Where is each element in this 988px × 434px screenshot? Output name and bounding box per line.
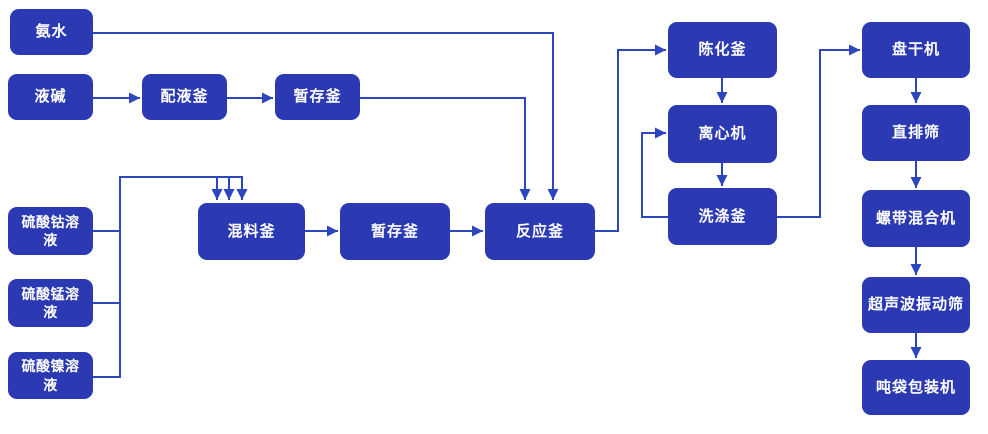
edge-buffer-kettle-1-to-reaction-kettle bbox=[360, 97, 531, 200]
node-washing-kettle: 洗涤釜 bbox=[668, 188, 777, 245]
node-buffer-kettle-1: 暂存釜 bbox=[275, 74, 360, 120]
edge-ammonia-to-reaction-kettle bbox=[93, 32, 559, 200]
node-bag-packer: 吨袋包装机 bbox=[862, 360, 970, 415]
edge-trunk-to-mixing-kettle bbox=[119, 176, 248, 377]
node-cobalt-sulfate: 硫酸钴溶液 bbox=[8, 207, 93, 255]
node-disc-dryer: 盘干机 bbox=[862, 22, 970, 78]
node-ultrasonic-sieve: 超声波振动筛 bbox=[862, 277, 970, 333]
edge-reaction-kettle-to-aging-kettle bbox=[595, 44, 666, 232]
node-ammonia: 氨水 bbox=[10, 9, 93, 55]
node-reaction-kettle: 反应釜 bbox=[485, 203, 595, 260]
edge-washing-kettle-to-disc-dryer bbox=[777, 44, 860, 218]
node-linear-sieve: 直排筛 bbox=[862, 105, 970, 161]
node-ribbon-mixer: 螺带混合机 bbox=[862, 190, 970, 247]
node-manganese-sulfate: 硫酸锰溶液 bbox=[8, 279, 93, 327]
node-mixing-kettle: 混料釜 bbox=[198, 203, 305, 260]
node-nickel-sulfate: 硫酸镍溶液 bbox=[8, 352, 93, 399]
node-buffer-kettle-2: 暂存釜 bbox=[340, 203, 450, 260]
node-prep-kettle: 配液釜 bbox=[142, 74, 227, 120]
node-aging-kettle: 陈化釜 bbox=[668, 22, 777, 78]
edge-washing-kettle-to-centrifuge bbox=[641, 127, 668, 218]
node-caustic-soda: 液碱 bbox=[8, 74, 93, 120]
node-centrifuge: 离心机 bbox=[668, 105, 777, 163]
